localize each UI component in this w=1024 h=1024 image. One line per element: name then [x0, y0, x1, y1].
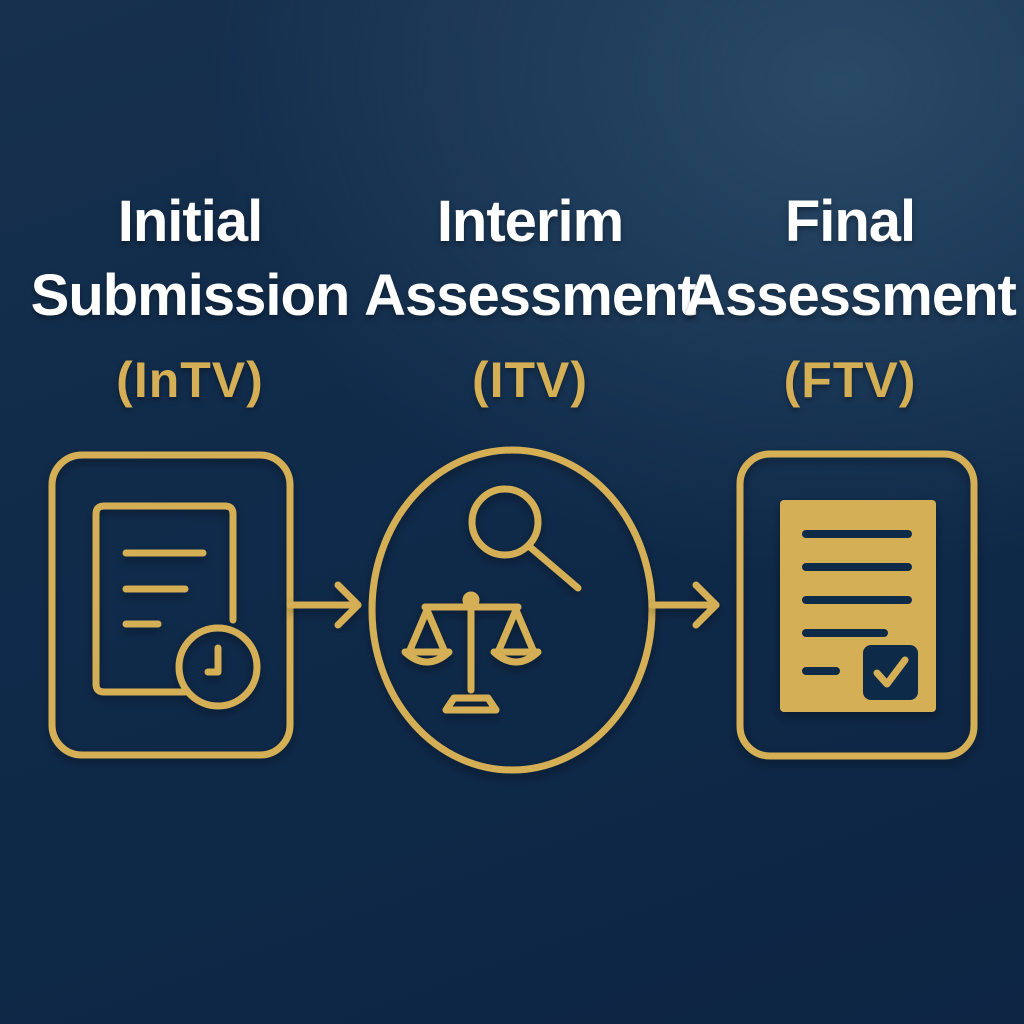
scales-string [495, 606, 520, 654]
stage-title-line: Interim [436, 189, 624, 254]
stage-title-final-assessment: Final Assessment [660, 185, 1024, 333]
stage-frame-final [736, 450, 978, 760]
checked-report-icon [736, 450, 978, 760]
scales-string [512, 606, 537, 654]
arrow-right-icon [648, 581, 720, 629]
arrow-right-icon [286, 581, 362, 629]
scales-base [442, 694, 500, 714]
clock-face [175, 624, 261, 710]
stage-title-line: Initial [117, 189, 263, 254]
stage-title-line: Assessment [684, 263, 1017, 328]
clock-hands [204, 644, 222, 676]
scales-pivot [462, 591, 480, 609]
stage-abbr-itv: (ITV) [471, 352, 589, 408]
stage-title-line: Final [784, 189, 916, 254]
check-mark-icon [873, 656, 909, 688]
magnifier-handle [526, 543, 582, 592]
checkbox [863, 645, 918, 700]
scales-string [406, 606, 431, 654]
stage-title-line: Assessment [364, 263, 697, 328]
stage-frame-interim [368, 446, 656, 774]
stage-abbr-ftv: (FTV) [783, 352, 917, 408]
stage-title-initial-submission: Initial Submission [0, 185, 380, 333]
scales-pan-left [401, 648, 453, 666]
document-outline [92, 502, 237, 696]
stage-title-interim-assessment: Interim Assessment [340, 185, 720, 333]
stage-abbr-intv: (InTV) [116, 352, 264, 408]
document-clock-icon [48, 451, 294, 759]
magnifier-scales-icon [368, 446, 656, 774]
scales-pan-right [490, 648, 542, 666]
magnifier-lens [468, 485, 542, 559]
stage-title-line: Submission [30, 263, 351, 328]
stage-frame-initial [48, 451, 294, 759]
scales-string [423, 606, 448, 654]
